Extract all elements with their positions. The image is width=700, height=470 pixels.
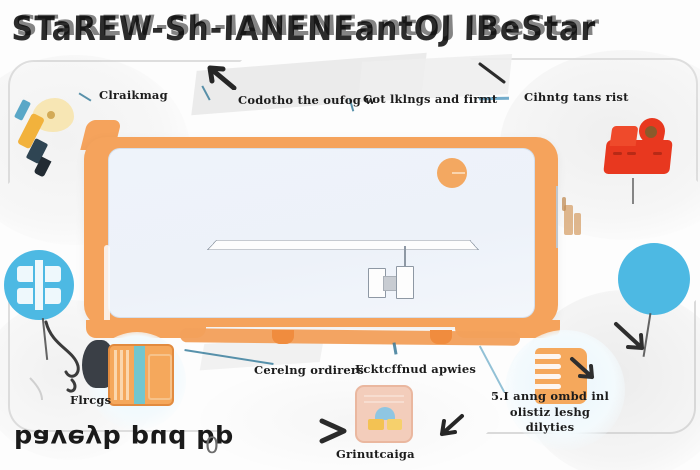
callout-label-cerelng: Cerelng ordirers xyxy=(254,363,364,377)
beaker-icon xyxy=(560,195,584,241)
page-title-ghost: STaREW-Sh-IANENEantOJ IBeStar xyxy=(15,10,601,43)
device-slot xyxy=(104,245,110,335)
arrow-bottom-center-icon xyxy=(319,418,347,444)
red-machine-icon xyxy=(603,115,673,176)
device-screen xyxy=(108,148,535,318)
device-arm-nub-left xyxy=(272,330,294,344)
callout-label-codotho: Codotho the oufog w xyxy=(238,93,376,107)
bottom-caption: baveyb pud bp xyxy=(14,424,234,453)
notepad-icon xyxy=(535,348,587,404)
screen-wire xyxy=(556,186,558,248)
leader-line-1 xyxy=(78,92,92,102)
blue-circle-icon xyxy=(618,243,690,315)
red-machine-slot-1 xyxy=(613,152,622,155)
arrow-bottom-right-icon xyxy=(440,414,464,436)
pen-icon xyxy=(13,96,74,184)
blue-circle-logo-glyph xyxy=(4,250,74,320)
callout-label-grinutcaiga: Grinutcaiga xyxy=(336,447,415,461)
callout-label-cihntg: Cihntg tans rist xyxy=(524,90,629,104)
arrow-right-upper-icon xyxy=(614,322,644,350)
orange-dot-icon xyxy=(437,158,467,188)
red-machine-slot-2 xyxy=(627,152,636,155)
red-machine-stem xyxy=(632,178,634,204)
callout-label-fcktcfinud: Fcktcffnud apwies xyxy=(355,362,477,376)
block-right xyxy=(396,266,414,299)
callout-label-flrcgs: Flrcgs xyxy=(70,393,112,407)
device-foot-left xyxy=(86,320,206,338)
peach-card-icon xyxy=(355,385,413,443)
red-machine-knob xyxy=(645,126,657,138)
striped-book-icon xyxy=(108,344,174,406)
red-machine-slot-3 xyxy=(653,152,662,155)
bottom-caption-trailing: 0 xyxy=(205,434,219,459)
leader-line-6 xyxy=(478,345,506,393)
pen-blob-dot xyxy=(47,111,55,119)
red-machine-top xyxy=(609,126,639,146)
arrow-top-center-icon xyxy=(478,62,506,84)
hook-left-icon xyxy=(29,320,80,400)
callout-label-clraikmag: Clraikmag xyxy=(99,88,168,102)
device-arm-nub-right xyxy=(430,330,452,344)
callout-label-cotlklngs: Cot lklngs and firmt xyxy=(363,92,498,106)
plate-shape xyxy=(207,240,479,250)
arrow-right-lower-icon xyxy=(570,357,594,379)
arrow-top-left-icon xyxy=(207,65,237,90)
callout-label-fiveanng: 5.I anng ombd inl olistiz leshg dilyties xyxy=(490,389,610,435)
